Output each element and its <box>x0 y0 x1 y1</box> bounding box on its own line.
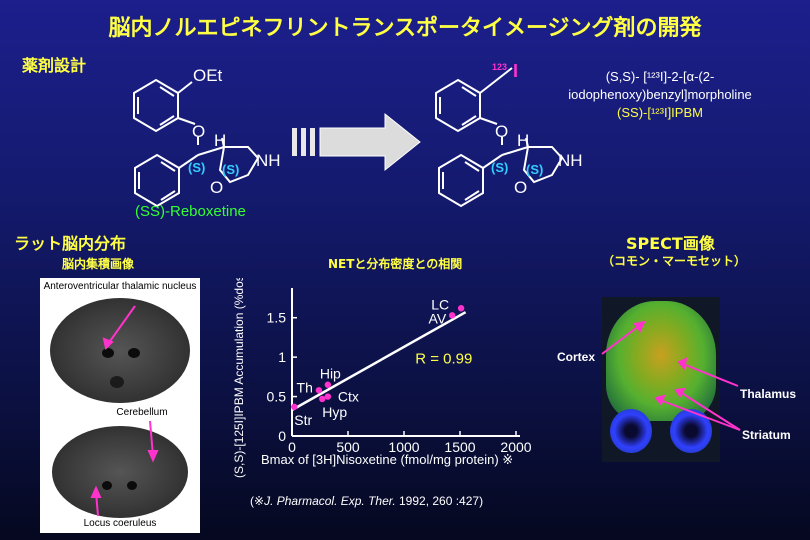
data-point-hyp <box>319 395 326 403</box>
section-spect: SPECT画像 <box>626 234 715 253</box>
label-locus-coeruleus: Locus coeruleus <box>83 518 157 529</box>
x-tick-label: 1500 <box>444 439 475 455</box>
compound-name-abbrev: (SS)-[¹²³I]IPBM <box>617 105 703 120</box>
correlation-annotation: R = 0.99 <box>415 350 472 367</box>
section-rat-brain: ラット脳内分布 <box>14 234 127 253</box>
label-cortex: Cortex <box>557 350 596 364</box>
label-anteroventricular-thalamic-nucleus: Anteroventricular thalamic nucleus <box>43 281 197 292</box>
subsection-spect-species: （コモン・マーモセット） <box>602 254 747 268</box>
reboxetine-structure <box>133 78 260 208</box>
hydrogen-label: H <box>214 131 226 150</box>
ring-oxygen-label: O <box>210 178 223 197</box>
compound-name-line1: (S,S)- [¹²³I]-2-[α-(2- <box>605 69 715 84</box>
data-label-hip: Hip <box>320 366 341 382</box>
benzene-ring-top-right <box>435 78 481 133</box>
compound-name-line2: iodophenoxy)benzyl]morpholine <box>568 87 752 102</box>
y-tick-label: 0 <box>278 428 286 444</box>
benzene-ring-bottom-right <box>438 153 484 208</box>
spect-image <box>602 297 720 462</box>
amine-label: NH <box>256 151 281 170</box>
data-point-str <box>291 403 298 411</box>
regression-line <box>291 311 467 412</box>
x-tick-label: 500 <box>336 439 360 455</box>
ipbm-structure <box>435 67 564 208</box>
y-tick-label: 1 <box>278 349 286 365</box>
brain-section-coronal <box>50 298 190 403</box>
x-tick-label: 2000 <box>500 439 531 455</box>
ether-oxygen-label-right: O <box>495 122 508 141</box>
hydrogen-label-right: H <box>517 131 529 150</box>
benzene-ring-top <box>133 78 179 133</box>
chemistry-structures: OEt O H NH O (S) (S) (SS)-Reboxetine 123… <box>133 61 583 220</box>
data-point-av <box>448 312 456 319</box>
data-label-av: AV <box>429 310 447 326</box>
label-thalamus: Thalamus <box>740 387 797 401</box>
citation-details: 1992, 260 :427) <box>395 494 484 508</box>
data-label-lc: LC <box>431 296 449 312</box>
brain-section-cerebellum <box>52 426 188 518</box>
stereo-label-1: (S) <box>188 160 205 175</box>
reboxetine-name: (SS)-Reboxetine <box>135 203 246 220</box>
label-striatum: Striatum <box>742 428 791 442</box>
y-axis-title-line1: (S,S)-[125I]IPBM Accumulation (%dose/g) <box>232 278 246 478</box>
chart-axes <box>291 288 520 437</box>
stereo-label-right-1: (S) <box>491 160 508 175</box>
data-label-str: Str <box>294 412 312 428</box>
iodine-symbol: I <box>513 61 518 81</box>
data-label-th: Th <box>297 379 313 395</box>
iodine-mass-number: 123 <box>492 62 507 72</box>
label-cerebellum: Cerebellum <box>116 407 168 418</box>
x-axis-title: Bmax of [3H]Nisoxetine (fmol/mg protein)… <box>261 452 513 467</box>
benzene-ring-bottom <box>134 153 180 208</box>
amine-label-right: NH <box>558 151 583 170</box>
citation-prefix: (※ <box>250 494 265 508</box>
section-design: 薬剤設計 <box>22 56 87 75</box>
citation-journal: J. Pharmacol. Exp. Ther. <box>264 494 396 508</box>
stereo-label-2: (S) <box>222 162 239 177</box>
compound-name: (S,S)- [¹²³I]-2-[α-(2- iodophenoxy)benzy… <box>540 68 780 122</box>
x-tick-label: 0 <box>288 439 296 455</box>
synthesis-arrow <box>292 112 421 172</box>
ether-oxygen-label: O <box>192 122 205 141</box>
subsection-accumulation-image: 脳内集積画像 <box>62 257 135 271</box>
data-label-hyp: Hyp <box>322 404 347 420</box>
data-point-th <box>315 387 323 394</box>
autoradiograph-image: Anteroventricular thalamic nucleus Cereb… <box>40 278 200 533</box>
ring-oxygen-label-right: O <box>514 178 527 197</box>
x-tick-label: 1000 <box>388 439 419 455</box>
page-title: 脳内ノルエピネフリントランスポータイメージング剤の開発 <box>108 16 702 41</box>
stereo-label-right-2: (S) <box>526 162 543 177</box>
citation-footnote: (※J. Pharmacol. Exp. Ther. 1992, 260 :42… <box>250 494 483 508</box>
y-tick-label: 0.5 <box>267 389 287 405</box>
subsection-net-correlation: NETと分布密度との相関 <box>328 257 463 271</box>
spect-arrows <box>601 320 741 431</box>
data-point-ctx <box>324 393 332 400</box>
chart-ticks: 0 500 1000 1500 2000 0 0.5 1 1.5 <box>267 310 532 455</box>
data-point-hip <box>324 381 332 388</box>
data-point-lc <box>457 305 465 312</box>
y-tick-label: 1.5 <box>267 310 287 326</box>
ethoxy-label: OEt <box>193 66 223 85</box>
data-label-ctx: Ctx <box>338 389 359 405</box>
